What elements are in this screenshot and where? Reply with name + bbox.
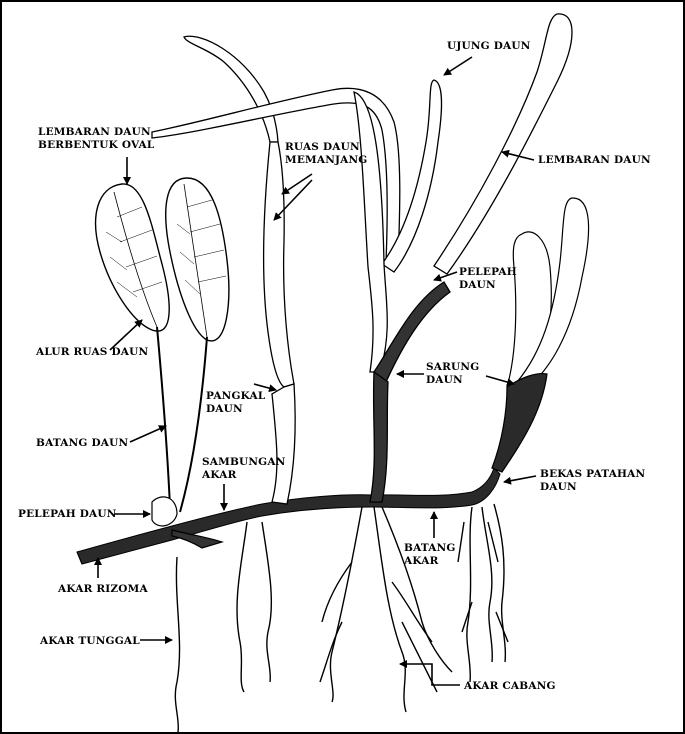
arrow-sarung-right xyxy=(485,375,515,386)
roots xyxy=(174,503,509,732)
label-sambungan-line2: AKAR xyxy=(202,469,237,481)
arrow-ruas-daun-b xyxy=(273,179,313,221)
label-sarung-line2: DAUN xyxy=(426,374,463,386)
arrow-ruas-daun-a xyxy=(281,173,313,195)
label-lembaran-oval-line1: LEMBARAN DAUN xyxy=(38,126,151,138)
center-shoot xyxy=(353,13,573,503)
arrow-alur-ruas xyxy=(109,319,143,351)
arrow-bekas xyxy=(503,475,537,485)
oval-leaf-1 xyxy=(94,183,171,508)
arrow-akar-cabang xyxy=(399,660,460,686)
arrow-batang-daun xyxy=(129,425,167,443)
label-pelepah-upper-line2: DAUN xyxy=(459,279,496,291)
rhizome xyxy=(76,467,501,565)
label-pangkal-line1: PANGKAL xyxy=(206,390,266,402)
arrow-ujung-daun xyxy=(443,56,473,76)
right-shoot xyxy=(491,197,590,473)
twisted-leaf xyxy=(151,35,401,505)
label-batang-akar-line2: AKAR xyxy=(404,555,439,567)
arrow-lembaran-daun xyxy=(501,149,535,161)
arrow-pangkal xyxy=(253,383,277,393)
label-ruas-daun-line2: MEMANJANG xyxy=(285,154,368,166)
leaf-sheath-left xyxy=(151,496,224,549)
label-ruas-daun-line1: RUAS DAUN xyxy=(285,141,360,153)
annotation-arrows xyxy=(94,56,537,686)
label-batang-akar-line1: BATANG xyxy=(404,542,456,554)
label-lembaran-oval-line2: BERBENTUK OVAL xyxy=(38,139,155,151)
label-sarung-line1: SARUNG xyxy=(426,361,480,373)
label-pelepah-lower: PELEPAH DAUN xyxy=(18,508,117,520)
label-pelepah-upper-line1: PELEPAH xyxy=(459,266,517,278)
oval-leaf-2 xyxy=(165,177,230,513)
label-bekas-line2: DAUN xyxy=(540,481,577,493)
label-pangkal-line2: DAUN xyxy=(206,403,243,415)
label-bekas-line1: BEKAS PATAHAN xyxy=(540,468,646,480)
label-akar-cabang: AKAR CABANG xyxy=(464,680,556,692)
label-sambungan-line1: SAMBUNGAN xyxy=(202,456,286,468)
label-akar-tunggal: AKAR TUNGGAL xyxy=(40,635,140,647)
label-batang-daun: BATANG DAUN xyxy=(36,437,129,449)
label-ujung-daun: UJUNG DAUN xyxy=(447,40,531,52)
label-alur-ruas-daun: ALUR RUAS DAUN xyxy=(36,346,149,358)
label-akar-rizoma: AKAR RIZOMA xyxy=(58,583,148,595)
label-lembaran-daun: LEMBARAN DAUN xyxy=(538,154,651,166)
arrow-pelepah-upper xyxy=(433,271,458,282)
